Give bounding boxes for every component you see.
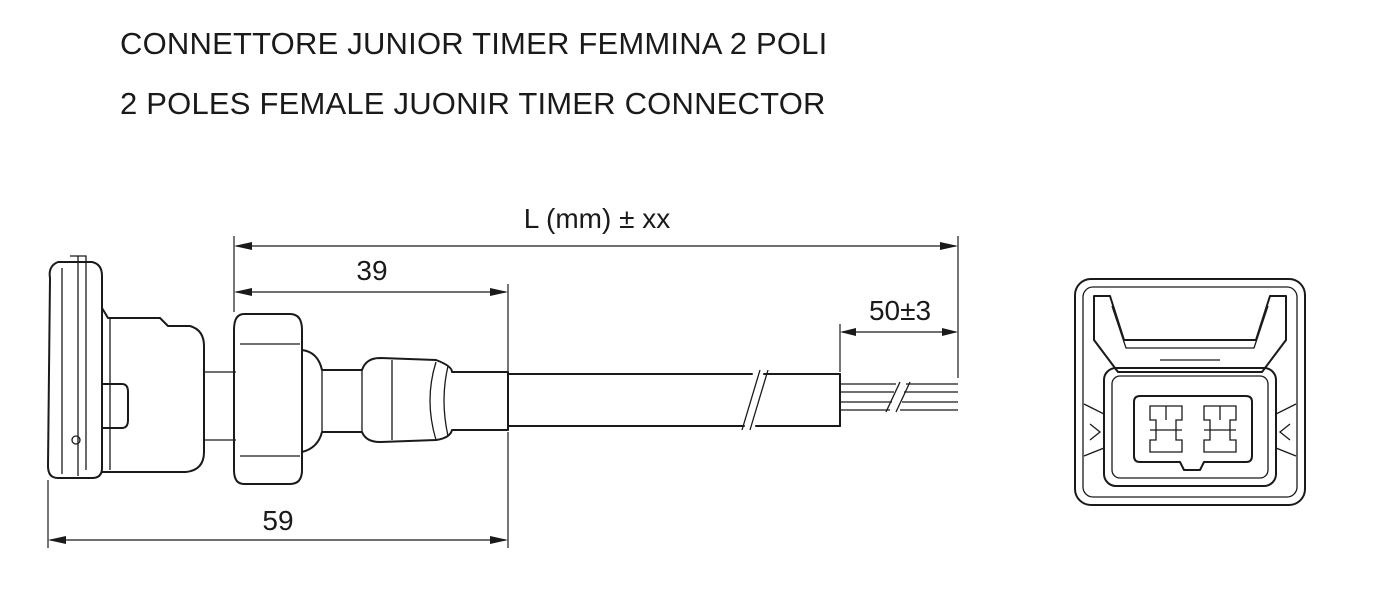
- connector-front-view: [1074, 278, 1306, 506]
- total-length-label: L (mm) ± xx: [524, 203, 671, 234]
- dimension-50: 50±3: [839, 295, 958, 372]
- dim-59-label: 59: [262, 505, 293, 536]
- title-italian: CONNETTORE JUNIOR TIMER FEMMINA 2 POLI: [120, 26, 828, 61]
- title-english: 2 POLES FEMALE JUONIR TIMER CONNECTOR: [120, 86, 826, 121]
- dim-39-label: 39: [356, 255, 387, 286]
- seal-boot: [233, 313, 509, 485]
- dimension-39: 39: [234, 255, 509, 372]
- cable: [507, 369, 958, 431]
- dimension-59: 59: [47, 432, 509, 548]
- dim-50-label: 50±3: [869, 295, 931, 326]
- connector-side-view: [47, 255, 236, 479]
- dimension-total-length: L (mm) ± xx: [233, 203, 959, 378]
